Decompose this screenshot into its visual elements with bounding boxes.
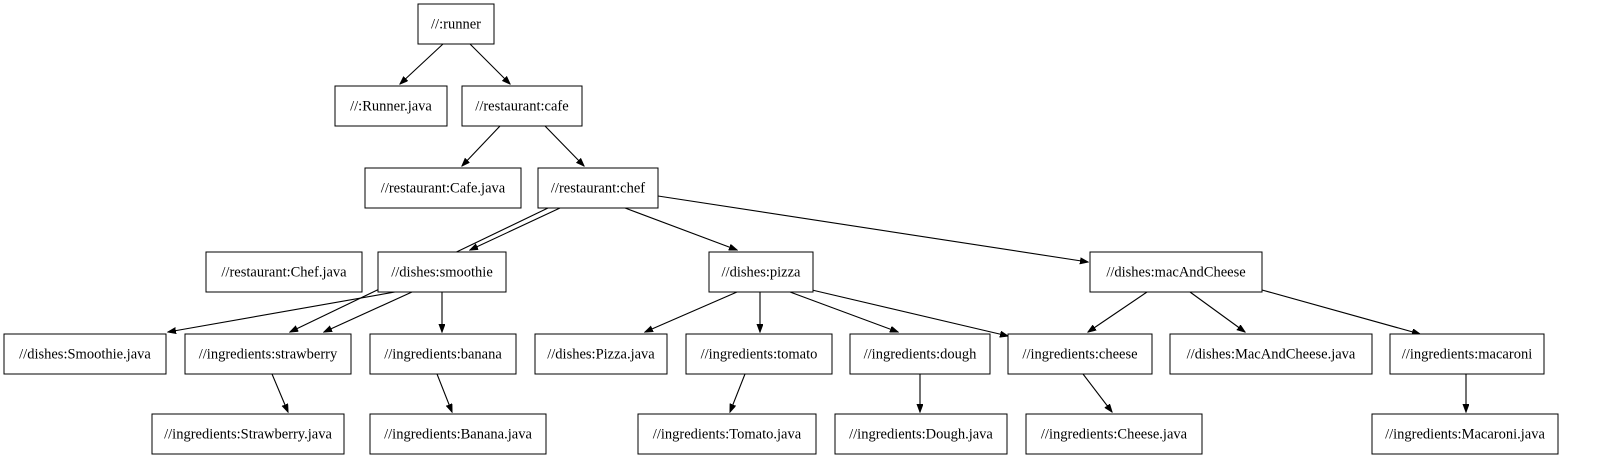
- node-box-smoothie_java[interactable]: [3, 333, 167, 375]
- node-cheese_java[interactable]: //ingredients:Cheese.java: [1025, 413, 1203, 455]
- edge-macandcheese-to-macandcheese_java: [1189, 291, 1245, 332]
- node-pizza_java[interactable]: //dishes:Pizza.java: [534, 333, 668, 375]
- node-label-cheese_java: //ingredients:Cheese.java: [1041, 426, 1188, 442]
- node-smoothie_java[interactable]: //dishes:Smoothie.java: [3, 333, 167, 375]
- node-label-macaroni_java: //ingredients:Macaroni.java: [1385, 426, 1545, 442]
- node-dough_java[interactable]: //ingredients:Dough.java: [834, 413, 1008, 455]
- node-box-pizza[interactable]: [708, 251, 814, 293]
- node-label-banana_java: //ingredients:Banana.java: [384, 426, 532, 442]
- node-label-tomato_java: //ingredients:Tomato.java: [653, 426, 802, 442]
- node-macandcheese[interactable]: //dishes:macAndCheese: [1089, 251, 1263, 293]
- node-box-strawberry[interactable]: [184, 333, 352, 375]
- edge-smoothie-to-smoothie_java: [168, 291, 396, 332]
- edge-macandcheese-to-cheese: [1088, 291, 1148, 332]
- node-label-dough_java: //ingredients:Dough.java: [849, 426, 993, 442]
- node-box-macaroni[interactable]: [1389, 333, 1545, 375]
- node-tomato[interactable]: //ingredients:tomato: [685, 333, 833, 375]
- node-label-runner: //:runner: [431, 16, 481, 32]
- node-dough[interactable]: //ingredients:dough: [849, 333, 991, 375]
- edge-chef-to-pizza: [624, 207, 737, 251]
- node-box-pizza_java[interactable]: [534, 333, 668, 375]
- node-box-macaroni_java[interactable]: [1371, 413, 1559, 455]
- node-chef_java[interactable]: //restaurant:Chef.java: [205, 251, 363, 293]
- node-box-strawberry_java[interactable]: [151, 413, 345, 455]
- edge-tomato-to-tomato_java: [730, 373, 746, 412]
- node-label-banana: //ingredients:banana: [384, 346, 502, 362]
- node-box-dough[interactable]: [849, 333, 991, 375]
- node-label-pizza: //dishes:pizza: [722, 264, 801, 280]
- edge-pizza-to-pizza_java: [645, 291, 738, 332]
- node-label-chef: //restaurant:chef: [551, 180, 645, 196]
- node-box-banana[interactable]: [369, 333, 517, 375]
- node-box-banana_java[interactable]: [369, 413, 547, 455]
- node-cheese[interactable]: //ingredients:cheese: [1007, 333, 1153, 375]
- node-box-macandcheese[interactable]: [1089, 251, 1263, 293]
- edge-pizza-to-dough: [789, 291, 898, 332]
- edge-chef-to-macandcheese: [657, 195, 1088, 262]
- edge-cafe-to-cafe_java: [462, 125, 501, 166]
- edge-runner-to-runner_java: [400, 43, 444, 84]
- node-box-runner[interactable]: [417, 3, 495, 45]
- node-label-macandcheese_java: //dishes:MacAndCheese.java: [1187, 346, 1356, 362]
- node-box-cafe[interactable]: [461, 85, 583, 127]
- node-box-cheese_java[interactable]: [1025, 413, 1203, 455]
- node-tomato_java[interactable]: //ingredients:Tomato.java: [637, 413, 817, 455]
- edge-cafe-to-chef: [544, 125, 584, 166]
- node-label-strawberry: //ingredients:strawberry: [199, 346, 338, 362]
- edge-smoothie-to-strawberry: [324, 291, 413, 332]
- node-runner[interactable]: //:runner: [417, 3, 495, 45]
- node-box-dough_java[interactable]: [834, 413, 1008, 455]
- node-box-cafe_java[interactable]: [364, 167, 522, 209]
- node-label-macaroni: //ingredients:macaroni: [1402, 346, 1532, 362]
- edge-macandcheese-to-macaroni: [1261, 289, 1420, 334]
- node-label-smoothie_java: //dishes:Smoothie.java: [19, 346, 151, 362]
- node-label-macandcheese: //dishes:macAndCheese: [1106, 264, 1245, 280]
- node-box-macandcheese_java[interactable]: [1169, 333, 1373, 375]
- node-chef[interactable]: //restaurant:chef: [537, 167, 659, 209]
- edge-cheese-to-cheese_java: [1082, 373, 1112, 412]
- node-label-pizza_java: //dishes:Pizza.java: [547, 346, 655, 362]
- node-macaroni[interactable]: //ingredients:macaroni: [1389, 333, 1545, 375]
- node-label-cheese: //ingredients:cheese: [1022, 346, 1137, 362]
- node-cafe_java[interactable]: //restaurant:Cafe.java: [364, 167, 522, 209]
- node-box-chef_java[interactable]: [205, 251, 363, 293]
- node-label-strawberry_java: //ingredients:Strawberry.java: [164, 426, 332, 442]
- edge-chef-to-smoothie: [470, 207, 561, 250]
- node-box-tomato[interactable]: [685, 333, 833, 375]
- node-label-cafe: //restaurant:cafe: [475, 98, 568, 114]
- edge-banana-to-banana_java: [436, 373, 452, 412]
- node-banana[interactable]: //ingredients:banana: [369, 333, 517, 375]
- nodes-layer: //:runner //:Runner.java //restaurant:cafe…: [3, 3, 1559, 455]
- node-banana_java[interactable]: //ingredients:Banana.java: [369, 413, 547, 455]
- node-label-dough: //ingredients:dough: [864, 346, 978, 362]
- node-box-runner_java[interactable]: [334, 85, 448, 127]
- node-box-chef[interactable]: [537, 167, 659, 209]
- node-label-runner_java: //:Runner.java: [350, 98, 432, 114]
- node-strawberry_java[interactable]: //ingredients:Strawberry.java: [151, 413, 345, 455]
- node-runner_java[interactable]: //:Runner.java: [334, 85, 448, 127]
- node-pizza[interactable]: //dishes:pizza: [708, 251, 814, 293]
- edge-strawberry-to-strawberry_java: [271, 373, 288, 412]
- edge-pizza-to-cheese: [811, 289, 1008, 336]
- edge-runner-to-cafe: [469, 43, 510, 84]
- node-box-tomato_java[interactable]: [637, 413, 817, 455]
- node-label-tomato: //ingredients:tomato: [701, 346, 818, 362]
- node-box-smoothie[interactable]: [377, 251, 507, 293]
- node-label-chef_java: //restaurant:Chef.java: [221, 264, 347, 280]
- node-strawberry[interactable]: //ingredients:strawberry: [184, 333, 352, 375]
- node-label-cafe_java: //restaurant:Cafe.java: [381, 180, 506, 196]
- node-smoothie[interactable]: //dishes:smoothie: [377, 251, 507, 293]
- node-cafe[interactable]: //restaurant:cafe: [461, 85, 583, 127]
- node-box-cheese[interactable]: [1007, 333, 1153, 375]
- node-label-smoothie: //dishes:smoothie: [391, 264, 493, 280]
- node-macaroni_java[interactable]: //ingredients:Macaroni.java: [1371, 413, 1559, 455]
- node-macandcheese_java[interactable]: //dishes:MacAndCheese.java: [1169, 333, 1373, 375]
